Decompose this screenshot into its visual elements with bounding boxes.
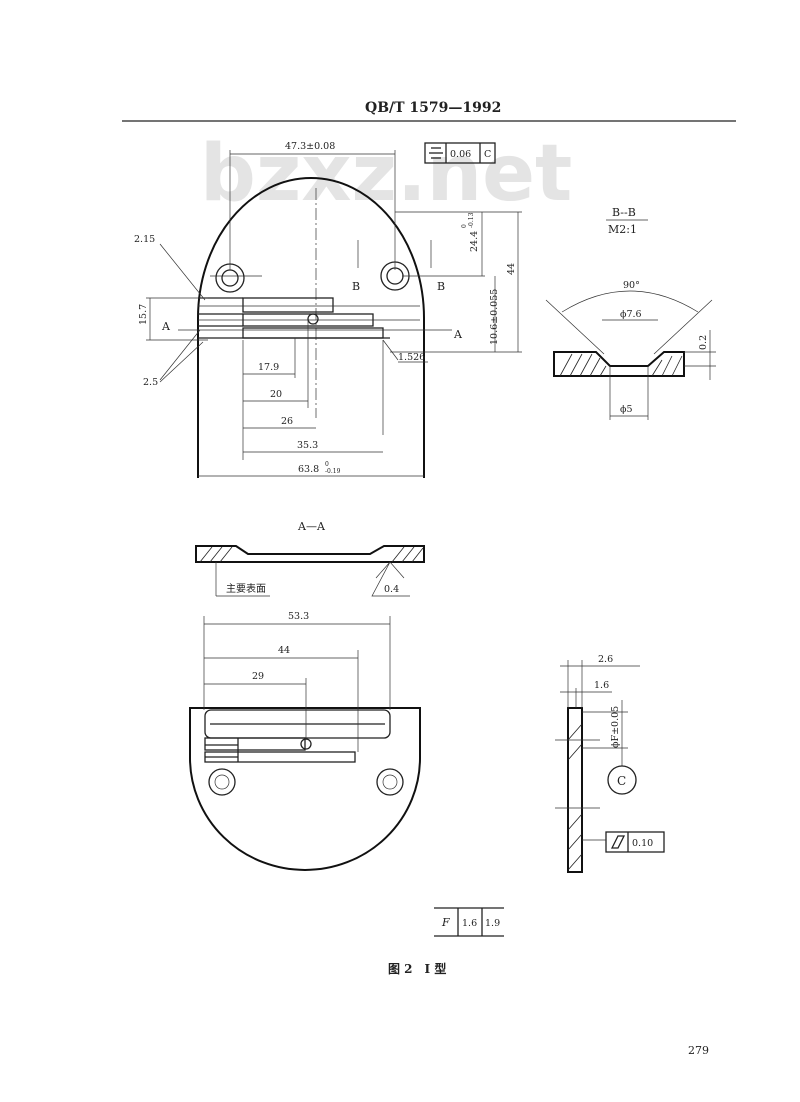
countersink-angle-arc (561, 290, 699, 313)
dim-0-2: 0.2 (698, 335, 709, 350)
dim-24-4-tol-upper: 0 (461, 224, 468, 228)
dim-53-3: 53.3 (288, 611, 309, 622)
section-aa: A—A 主要表面 0.4 (195, 520, 425, 597)
section-b-right: B (437, 280, 445, 293)
dim-2-6: 2.6 (598, 654, 613, 665)
dim-10-6: 10.6±0.055 (489, 289, 500, 345)
dim-1-526: 1.526 (398, 352, 425, 363)
dim-44-bottom: 44 (278, 645, 290, 656)
dim-35-3: 35.3 (297, 440, 318, 451)
dim-24-4-tol-lower: -0.13 (468, 212, 475, 228)
main-surface-label: 主要表面 (226, 582, 266, 595)
section-aa-plate (195, 545, 425, 563)
dim-26: 26 (281, 416, 293, 427)
dim-2-15: 2.15 (134, 234, 155, 245)
figure-caption: 图 2 I 型 (388, 961, 446, 976)
dim-63-8: 63.8 (298, 464, 319, 475)
section-bb: B--B M2:1 90° ϕ7.6 ϕ5 0.2 (545, 206, 716, 420)
table-label-F: F (441, 916, 450, 929)
top-view-outline (197, 177, 425, 478)
dim-29: 29 (252, 671, 264, 682)
bottom-view: 53.3 44 29 (189, 611, 421, 871)
dim-20: 20 (270, 389, 282, 400)
standard-number: QB/T 1579—1992 (365, 100, 501, 116)
section-bb-scale: M2:1 (608, 223, 637, 236)
angle-90: 90° (623, 280, 640, 291)
feed-slots (198, 297, 420, 339)
section-bb-title: B--B (612, 206, 636, 219)
section-aa-hatch (199, 546, 424, 563)
dim-44: 44 (506, 263, 517, 275)
dim-phi-5: ϕ5 (620, 404, 633, 415)
table-value-1: 1.6 (462, 918, 477, 929)
flatness-value: 0.10 (632, 838, 653, 849)
datum-c-circle (607, 765, 637, 795)
bottom-view-outline (189, 707, 421, 871)
datum-c-label: C (617, 774, 626, 788)
page-number: 279 (688, 1044, 709, 1057)
side-view-hatch (567, 723, 583, 871)
bottom-left-hole-outer (208, 768, 236, 796)
section-b-left: B (352, 280, 360, 293)
section-bb-hatch (559, 353, 683, 377)
dim-1-6: 1.6 (594, 680, 609, 691)
needle-hole (307, 313, 319, 325)
dim-2-5: 2.5 (143, 377, 158, 388)
left-hole-inner (221, 269, 239, 287)
side-view-plate (567, 707, 583, 873)
symmetry-tolerance-value: 0.06 (450, 149, 471, 160)
dim-17-9: 17.9 (258, 362, 279, 373)
top-view: A A B B 47.3±0.08 0.06 C 2.15 15.7 2.5 (134, 141, 522, 478)
bottom-right-hole-inner (382, 774, 398, 790)
dim-63-8-tol-lower: -0.19 (325, 468, 341, 475)
section-bb-plate (553, 351, 685, 377)
dim-47-3: 47.3±0.08 (285, 141, 335, 152)
dim-15-7: 15.7 (138, 304, 149, 325)
dim-phi-7-6: ϕ7.6 (620, 309, 642, 320)
section-a-right: A (453, 328, 463, 341)
side-view: 2.6 1.6 ϕF±0.05 C 0.10 (555, 654, 665, 873)
section-aa-title: A—A (297, 520, 326, 533)
table-value-2: 1.9 (485, 918, 500, 929)
bottom-feed-slots (204, 737, 356, 763)
bottom-needle-hole (300, 738, 312, 750)
dim-phi-F: ϕF±0.05 (610, 706, 621, 748)
parameter-table: F 1.6 1.9 (434, 907, 504, 937)
bottom-left-hole-inner (214, 774, 230, 790)
symmetry-tolerance-frame: 0.06 C (424, 142, 496, 164)
flatness-frame: 0.10 (605, 831, 665, 853)
roughness-symbol (371, 561, 410, 597)
right-hole-inner (386, 267, 404, 285)
bottom-right-hole-outer (376, 768, 404, 796)
dim-24-4: 24.4 (469, 231, 480, 252)
symmetry-datum: C (484, 149, 491, 160)
dim-63-8-tol-upper: 0 (325, 461, 329, 468)
watermark: bzxz.net (200, 129, 572, 219)
roughness-value: 0.4 (384, 584, 399, 595)
section-a-left: A (161, 320, 171, 333)
